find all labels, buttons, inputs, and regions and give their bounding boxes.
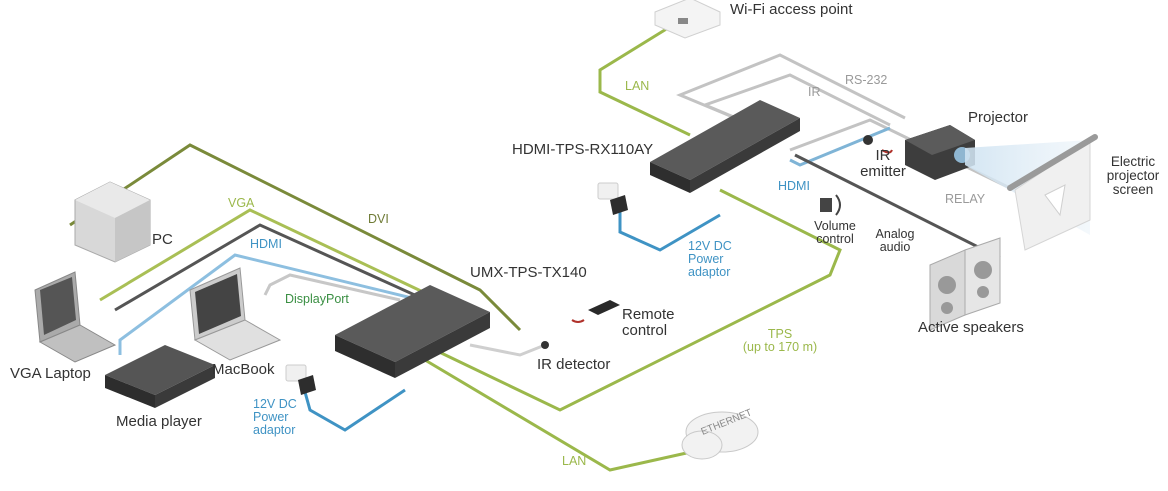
transmitter-device [335,285,490,378]
media-player-label: Media player [116,413,202,430]
projector-device [905,125,975,180]
psu-rx-cable [618,205,721,252]
analog-audio-cable [794,153,1001,260]
dvi-cable [69,143,522,332]
psu-tx-device [285,364,316,395]
pc-tower [74,181,151,263]
lan-top-label: LAN [625,79,650,93]
vga-laptop-label: VGA Laptop [10,365,91,382]
relay-label: RELAY [945,192,986,206]
displayport-label: DisplayPort [285,292,349,306]
lan-cable-wifi [598,26,691,137]
media-player-device [105,345,215,408]
macbook-label: MacBook [212,361,275,378]
receiver-label: HDMI-TPS-RX110AY [512,141,654,158]
vga-label: VGA [228,196,255,210]
tps-cable [434,188,842,412]
projector-label: Projector [968,109,1029,126]
hdmi-rx-label: HDMI [778,179,810,193]
ir-detector-label: IR detector [537,356,611,373]
lan-bottom-label: LAN [562,454,587,468]
wifi-access-point [654,0,721,39]
lan-cable-bottom [424,358,701,472]
ir-emitter-device [863,135,893,154]
displayport-cable [263,273,401,302]
hdmi-cable-rx [789,126,891,167]
ir-detector-device [541,341,549,349]
volume-control-device [820,194,841,216]
remote-control-device [571,300,620,323]
laptop-cable [114,223,471,322]
psu-tx-cable [303,388,406,432]
vga-laptop-device [34,271,117,363]
hdmi-cable-tx [118,253,421,355]
active-speakers [929,237,1001,331]
pc-label: PC [152,231,173,248]
hdmi-tx-label: HDMI [250,237,282,251]
ethernet-cloud [681,411,759,460]
macbook-device [189,267,282,361]
vga-cable [99,208,441,302]
transmitter-label: UMX-TPS-TX140 [470,264,587,281]
projector-screen [1007,134,1098,251]
speakers-label: Active speakers [918,319,1024,336]
ir-label: IR [808,85,821,99]
ir-detector-cable [469,343,546,357]
dvi-label: DVI [368,212,389,226]
rs232-label: RS-232 [845,73,888,87]
receiver-device [650,100,800,193]
psu-rx-device [597,182,628,215]
tps-label: TPS(up to 170 m) [742,327,818,355]
wifi-label: Wi-Fi access point [730,1,853,18]
